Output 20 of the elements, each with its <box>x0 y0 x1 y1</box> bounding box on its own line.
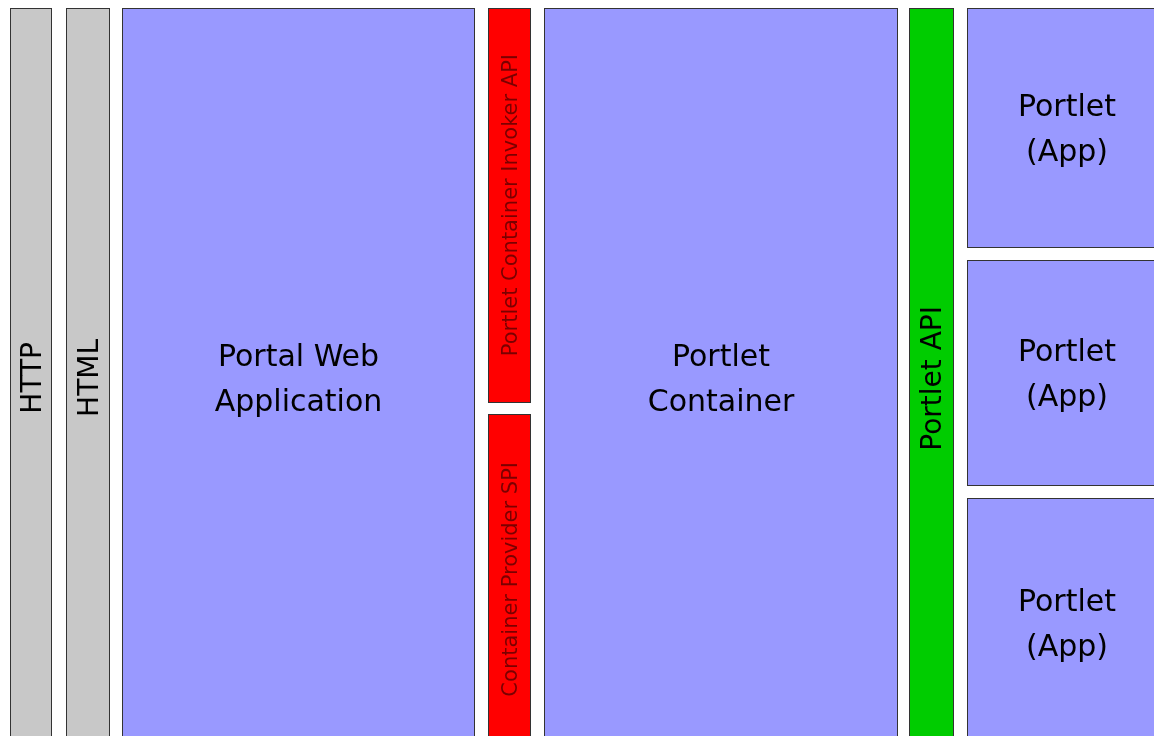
interface-bar <box>909 8 954 736</box>
layer-label: Portlet (App) <box>1017 332 1117 415</box>
component-block <box>122 8 475 736</box>
interface-bar <box>488 414 531 736</box>
interface-bar <box>488 8 531 403</box>
layer-label: Portlet API <box>915 305 948 451</box>
app-block <box>967 498 1154 736</box>
layer-label: Portlet (App) <box>1017 87 1117 170</box>
app-block <box>967 260 1154 486</box>
markup-layer <box>66 8 110 736</box>
layer-label: HTTP <box>14 342 48 414</box>
component-block <box>544 8 898 736</box>
layer-label: Portlet (App) <box>1017 582 1117 665</box>
protocol-layer <box>10 8 52 736</box>
layer-label: Portlet Container <box>646 337 796 420</box>
app-block <box>967 8 1154 248</box>
layer-label: Portal Web Application <box>213 337 384 420</box>
layer-label: HTML <box>71 339 105 417</box>
layer-label: Portlet Container Invoker API <box>497 54 522 357</box>
layer-label: Container Provider SPI <box>497 461 522 697</box>
